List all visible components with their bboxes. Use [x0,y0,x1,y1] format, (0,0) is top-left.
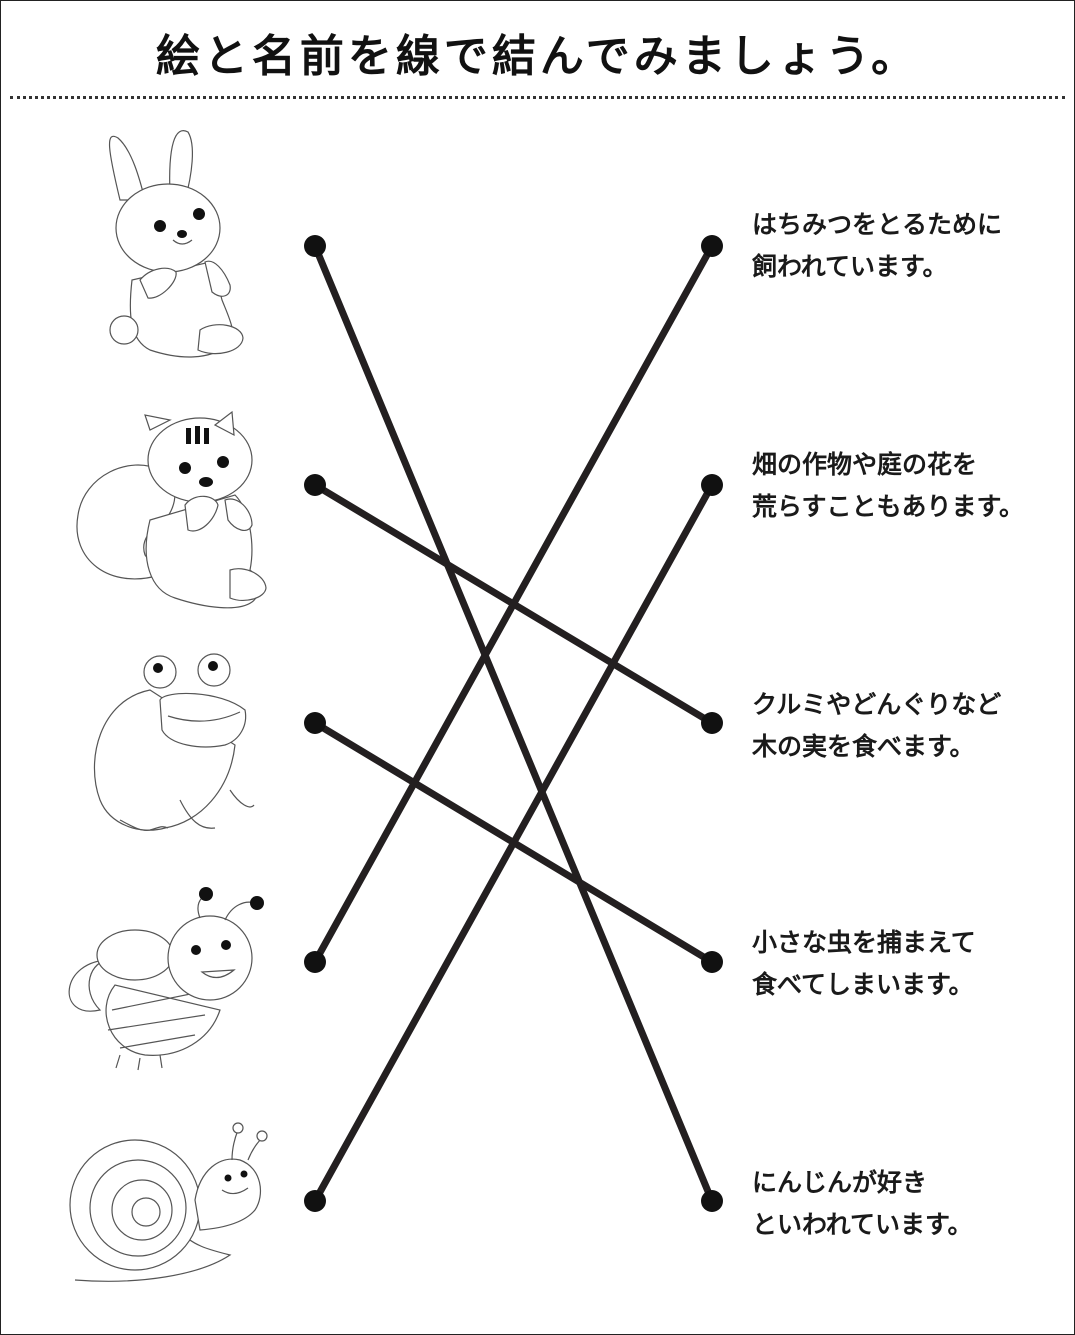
description-line: 小さな虫を捕まえて [752,928,976,957]
animal-dot[interactable] [304,474,326,496]
animal-dot[interactable] [304,235,326,257]
description-line: 荒らすこともあります。 [752,492,1025,521]
description-line: クルミやどんぐりなど [752,690,1002,719]
description-line: はちみつをとるために [752,210,1003,239]
frog-face [153,661,218,673]
description-nuts: クルミやどんぐりなど 木の実を食べます。 [752,684,1052,768]
description-dot[interactable] [701,474,723,496]
description-crop-damage: 畑の作物や庭の花を 荒らすこともあります。 [752,444,1052,528]
squirrel-illustration [76,410,267,609]
animal-dot[interactable] [304,712,326,734]
squirrel-face [179,426,229,487]
dotted-divider [10,96,1065,99]
description-line: 畑の作物や庭の花を [752,450,978,479]
description-dot[interactable] [701,712,723,734]
description-line: 飼われています。 [752,252,948,281]
description-dot[interactable] [701,1190,723,1212]
description-dot[interactable] [701,951,723,973]
connection-lines [311,242,716,1205]
snail-illustration [69,1122,268,1282]
animal-dot[interactable] [304,1190,326,1212]
description-dot[interactable] [701,235,723,257]
page-title: 絵と名前を線で結んでみましょう。 [155,31,920,82]
animal-dot[interactable] [304,951,326,973]
snail-face [224,1170,248,1182]
description-line: 木の実を食べます。 [752,732,975,761]
connection-line [311,242,716,966]
bee-illustration [68,894,256,1071]
description-insects: 小さな虫を捕まえて 食べてしまいます。 [752,922,1052,1006]
description-carrots: にんじんが好き といわれています。 [752,1162,1052,1246]
description-line: といわれています。 [752,1210,973,1239]
description-honeybee: はちみつをとるために 飼われています。 [752,204,1052,288]
rabbit-illustration [109,130,244,358]
bee-face [191,887,264,955]
connection-dots [304,235,723,1212]
connection-line [311,242,716,1205]
frog-illustration [93,653,255,831]
description-line: にんじんが好き [752,1168,928,1197]
connection-line [311,481,716,1205]
description-line: 食べてしまいます。 [752,970,974,999]
rabbit-face [154,208,205,238]
